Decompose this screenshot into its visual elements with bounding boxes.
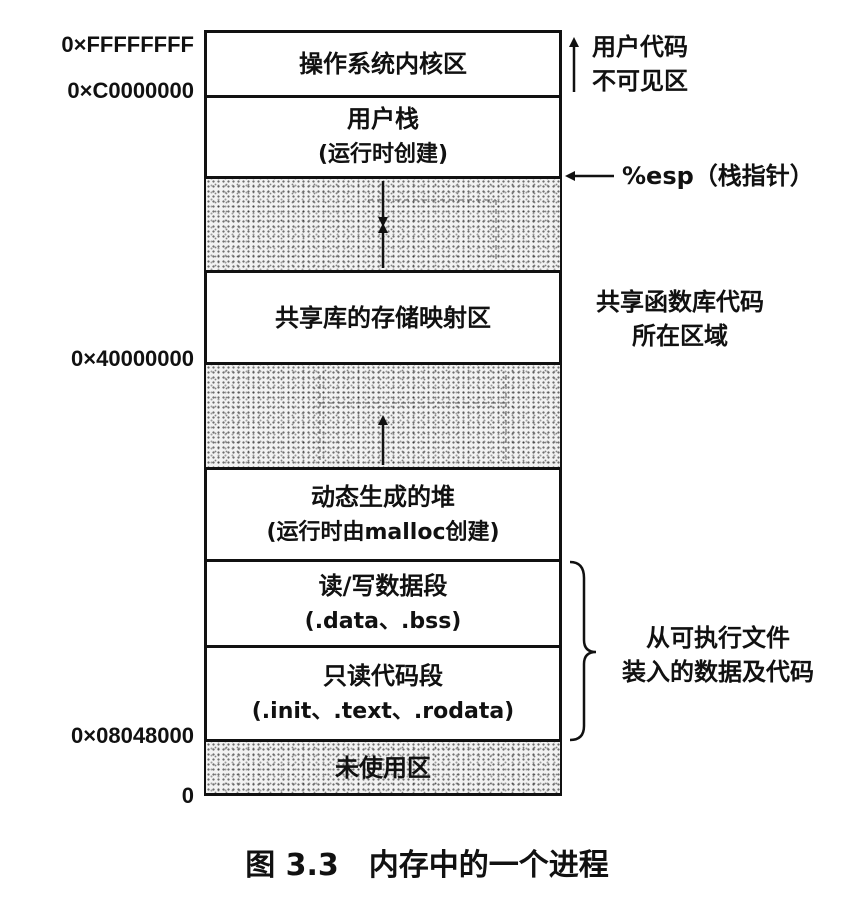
annotation-loaded-from-exe: 从可执行文件 装入的数据及代码: [598, 621, 838, 689]
divider-line: [204, 467, 562, 470]
divider-line: [204, 645, 562, 648]
segment-heap: 动态生成的堆 (运行时由malloc创建): [206, 470, 560, 559]
figure-number: 图 3.3: [245, 848, 339, 883]
segment-heap-sub: (运行时由malloc创建): [266, 519, 500, 545]
address-zero: 0: [181, 783, 194, 808]
divider-line: [204, 95, 562, 98]
figure-title: 内存中的一个进程: [368, 848, 609, 883]
stack-grows-down-arrow: [368, 181, 497, 268]
divider-line: [204, 739, 562, 742]
memory-layout-frame: [204, 30, 562, 796]
annotation-shared-lib-line2: 所在区域: [632, 322, 728, 350]
segment-rw-data-label: 读/写数据段: [318, 571, 448, 600]
annotation-shared-lib: 共享函数库代码 所在区域: [572, 285, 788, 353]
segment-unused: 未使用区: [206, 742, 560, 793]
annotation-kernel-invisible: 用户代码 不可见区: [592, 30, 688, 98]
annotation-esp: %esp（栈指针）: [622, 162, 814, 190]
address-top: 0×FFFFFFFF: [61, 32, 194, 57]
segment-kernel-label: 操作系统内核区: [299, 50, 467, 78]
annotation-loaded-from-exe-line2: 装入的数据及代码: [622, 658, 814, 686]
heap-grows-up-arrow: [319, 375, 507, 465]
address-kernel-base: 0×C0000000: [67, 78, 194, 103]
annotation-kernel-invisible-line2: 不可见区: [592, 67, 688, 95]
annotation-loaded-from-exe-line1: 从可执行文件: [646, 624, 790, 652]
segment-user-stack-label: 用户栈: [347, 105, 419, 133]
segment-heap-label: 动态生成的堆: [311, 482, 455, 511]
segment-unused-label: 未使用区: [335, 753, 431, 782]
divider-line: [204, 270, 562, 273]
segment-rw-data-sub: (.data、.bss): [304, 608, 462, 634]
divider-line: [204, 176, 562, 179]
annotation-kernel-invisible-line1: 用户代码: [592, 33, 688, 61]
segment-ro-code: 只读代码段 (.init、.text、.rodata): [206, 648, 560, 739]
segment-user-stack: 用户栈 (运行时创建): [206, 98, 560, 176]
segment-rw-data: 读/写数据段 (.data、.bss): [206, 562, 560, 645]
loaded-segments-brace: [569, 560, 597, 742]
address-shared-lib-base: 0×40000000: [71, 346, 194, 371]
divider-line: [204, 362, 562, 365]
segment-shared-libs: 共享库的存储映射区: [206, 273, 560, 362]
segment-ro-code-sub: (.init、.text、.rodata): [251, 698, 515, 724]
annotation-shared-lib-line1: 共享函数库代码: [596, 288, 764, 316]
segment-ro-code-label: 只读代码段: [323, 661, 443, 690]
divider-line: [204, 559, 562, 562]
figure-caption: 图 3.3 内存中的一个进程: [0, 848, 854, 884]
address-code-base: 0×08048000: [71, 723, 194, 748]
segment-user-stack-sub: (运行时创建): [317, 142, 449, 167]
segment-shared-libs-label: 共享库的存储映射区: [275, 303, 491, 332]
segment-kernel: 操作系统内核区: [206, 33, 560, 95]
